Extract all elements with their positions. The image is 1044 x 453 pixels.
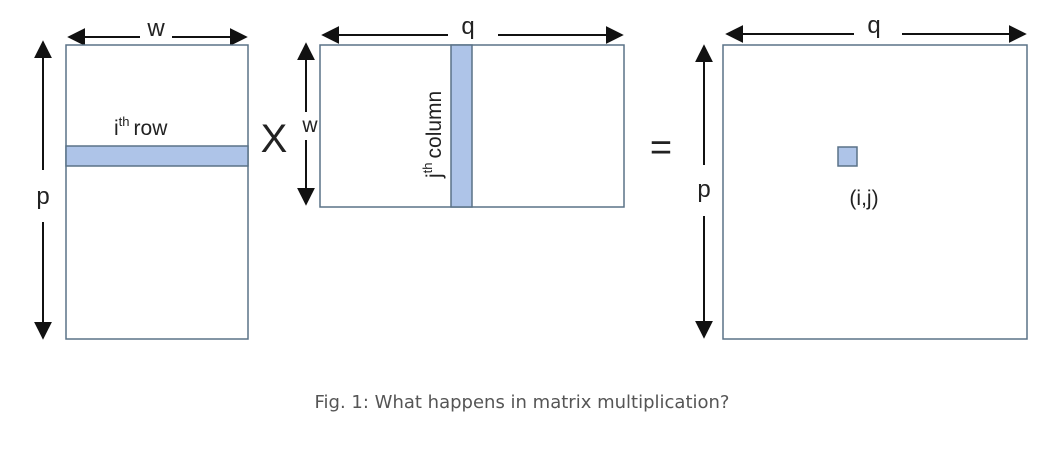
left-matrix-box [65, 44, 249, 340]
ith-row-label-rest: row [134, 117, 169, 140]
jth-column-label-sup: th [420, 162, 435, 173]
multiply-operator: X [261, 117, 288, 161]
right-matrix-height-arrow: p [695, 44, 713, 339]
left-matrix-height-label: p [36, 183, 49, 210]
jth-column-label-rest: column [423, 91, 446, 159]
right-matrix-width-arrow: q [725, 12, 1027, 43]
figure-caption: Fig. 1: What happens in matrix multiplic… [314, 392, 730, 413]
jth-column-label-base: j [423, 173, 446, 179]
right-matrix-box [722, 44, 1028, 340]
middle-matrix-height-arrow: w [297, 42, 318, 206]
ith-row-label-base: i [114, 117, 119, 140]
result-cell-highlight [837, 146, 858, 167]
result-cell-label: (i,j) [849, 187, 878, 210]
jth-column-highlight [450, 44, 473, 208]
middle-matrix-width-label: q [461, 13, 474, 40]
middle-matrix-width-arrow: q [321, 13, 624, 44]
left-matrix-height-arrow: p [34, 40, 52, 340]
middle-matrix: q w jth column [297, 13, 625, 208]
middle-matrix-height-label: w [301, 114, 318, 137]
equals-operator: = [650, 127, 672, 169]
right-matrix-height-label: p [697, 176, 710, 203]
ith-row-highlight [65, 145, 249, 167]
left-matrix-width-arrow: w [67, 15, 248, 46]
jth-column-label: jth column [420, 91, 446, 179]
right-matrix: q p (i,j) [695, 12, 1028, 340]
left-matrix-width-label: w [146, 15, 165, 42]
ith-row-label-sup: th [119, 114, 130, 129]
right-matrix-width-label: q [867, 12, 880, 39]
